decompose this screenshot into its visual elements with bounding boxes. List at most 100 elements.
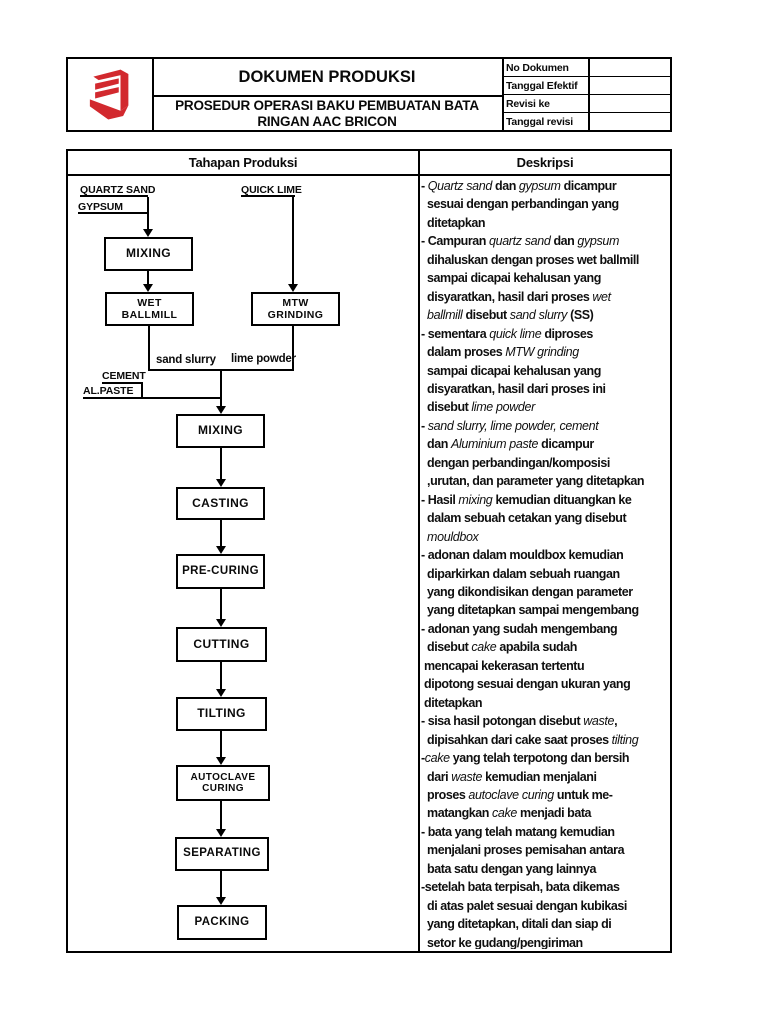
desc-line: dalam sebuah cetakan yang disebut (421, 511, 627, 526)
desc-line: sampai dicapai kehalusan yang (421, 271, 601, 286)
stream-label-lime-powder: lime powder (231, 353, 296, 365)
flow-connector-line (220, 731, 222, 758)
flow-connector-line (292, 326, 294, 371)
flow-connector-line (292, 197, 294, 285)
column-header-deskripsi: Deskripsi (516, 155, 574, 170)
desc-line: - Campuran quartz sand dan gypsum (421, 234, 620, 249)
desc-line: - adonan yang sudah mengembang (421, 621, 618, 636)
flow-connector-line (123, 397, 222, 399)
column-header-tahapan: Tahapan Produksi (188, 155, 298, 170)
flow-connector-line (220, 369, 222, 407)
desc-line: ,urutan, dan parameter yang ditetapkan (421, 474, 645, 489)
header-divider (152, 59, 154, 130)
flow-connector-line (147, 197, 149, 229)
meta-value (590, 113, 670, 130)
desc-line: - Hasil mixing kemudian dituangkan ke (421, 492, 632, 507)
desc-line: dipisahkan dari cake saat proses tilting (421, 732, 639, 747)
flow-connector-line (220, 520, 222, 547)
bricon-logo-icon (89, 69, 129, 119)
flow-node-autoclave-curing: AUTOCLAVE CURING (176, 765, 270, 801)
flow-node-separating: SEPARATING (175, 837, 269, 871)
flow-connector-line (220, 801, 222, 830)
arrowhead-icon (215, 829, 226, 837)
title-divider (152, 95, 502, 97)
subtitle-line-2: RINGAN AAC BRICON (257, 113, 397, 129)
flow-connector-line (102, 382, 143, 384)
arrowhead-icon (215, 897, 226, 905)
arrowhead-icon (215, 406, 226, 414)
desc-line: sesuai dengan perbandingan yang (421, 197, 619, 212)
flow-connector-line (220, 448, 222, 480)
flow-node-packing: PACKING (177, 905, 267, 940)
desc-line: matangkan cake menjadi bata (421, 806, 592, 821)
meta-row: Revisi ke (502, 95, 670, 113)
desc-line: bata satu dengan yang lainnya (421, 861, 596, 876)
arrowhead-icon (215, 689, 226, 697)
desc-line: dari waste kemudian menjalani (421, 769, 597, 784)
column-divider (418, 151, 420, 951)
flow-connector-line (148, 326, 150, 371)
desc-line: yang ditetapkan, ditali dan siap di (421, 917, 612, 932)
desc-line: dengan perbandingan/komposisi (421, 455, 610, 470)
desc-line: proses autoclave curing untuk me- (421, 787, 613, 802)
meta-label: Revisi ke (502, 95, 590, 112)
desc-line: ditetapkan (421, 695, 483, 710)
arrowhead-icon (215, 757, 226, 765)
flow-connector-line (241, 195, 295, 197)
desc-line: - sand slurry, lime powder, cement (421, 418, 599, 433)
desc-line: disyaratkan, hasil dari proses ini (421, 381, 606, 396)
arrowhead-icon (287, 284, 298, 292)
input-label-cement: CEMENT (102, 370, 146, 382)
flow-connector-line (220, 662, 222, 690)
flow-node-mtw-grinding: MTW GRINDING (251, 292, 340, 326)
flow-node-cutting: CUTTING (176, 627, 267, 662)
flow-connector-line (80, 195, 148, 197)
header-title-cell: DOKUMEN PRODUKSI PROSEDUR OPERASI BAKU P… (152, 59, 502, 130)
meta-row: No Dokumen (502, 59, 670, 77)
desc-line: dalam proses MTW grinding (421, 345, 579, 360)
meta-value (590, 77, 670, 94)
description-column: - Quartz sand dan gypsum dicampur sesuai… (421, 177, 672, 949)
desc-line: yang dikondisikan dengan parameter (421, 584, 633, 599)
desc-line: yang ditetapkan sampai mengembang (421, 603, 639, 618)
desc-line: ballmill disebut sand slurry (SS) (427, 308, 594, 323)
arrowhead-icon (215, 619, 226, 627)
desc-line: -setelah bata terpisah, bata dikemas (421, 880, 620, 895)
flow-connector-line (147, 271, 149, 285)
arrowhead-icon (142, 284, 153, 292)
desc-line: ditetapkan (421, 215, 486, 230)
flow-node-tilting: TILTING (176, 697, 267, 731)
meta-row: Tanggal Efektif (502, 77, 670, 95)
meta-label: Tanggal Efektif (502, 77, 590, 94)
desc-line: disebut cake apabila sudah (421, 640, 577, 655)
flow-node-casting: CASTING (176, 487, 265, 520)
desc-line: dihaluskan dengan proses wet ballmill (421, 252, 639, 267)
header-table: DOKUMEN PRODUKSI PROSEDUR OPERASI BAKU P… (66, 57, 672, 132)
desc-line: diparkirkan dalam sebuah ruangan (421, 566, 620, 581)
flow-connector-line (83, 397, 123, 399)
meta-value (590, 59, 670, 76)
desc-line: menjalani proses pemisahan antara (421, 843, 625, 858)
flow-connector-line (220, 871, 222, 898)
desc-line: mouldbox (427, 529, 479, 544)
subtitle-line-1: PROSEDUR OPERASI BAKU PEMBUATAN BATA (175, 97, 479, 113)
input-label-gypsum: GYPSUM (78, 201, 123, 213)
desc-line: -cake yang telah terpotong dan bersih (421, 751, 630, 766)
meta-label: Tanggal revisi (502, 113, 590, 130)
desc-line: mencapai kekerasan tertentu (421, 658, 585, 673)
arrowhead-icon (215, 479, 226, 487)
document-subtitle: PROSEDUR OPERASI BAKU PEMBUATAN BATA RIN… (152, 97, 502, 130)
meta-row: Tanggal revisi (502, 113, 670, 130)
desc-line: sampai dicapai kehalusan yang (421, 363, 601, 378)
desc-line: disyaratkan, hasil dari proses wet (421, 289, 611, 304)
input-label-quick-lime: QUICK LIME (241, 184, 302, 196)
arrowhead-icon (142, 229, 153, 237)
desc-line: di atas palet sesuai dengan kubikasi (421, 898, 627, 913)
stream-label-sand-slurry: sand slurry (156, 354, 216, 366)
document-title: DOKUMEN PRODUKSI (238, 68, 416, 86)
table-header-underline (68, 174, 670, 176)
